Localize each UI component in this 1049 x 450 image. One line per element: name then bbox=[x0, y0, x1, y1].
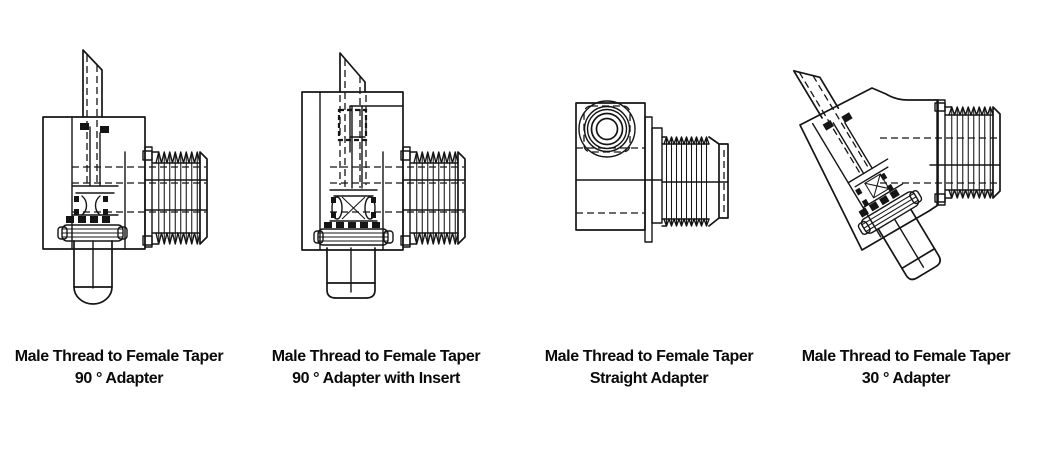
adapter-90i-nut bbox=[313, 228, 394, 246]
adapter-30-male-thread-section bbox=[929, 99, 1001, 206]
caption-90-adapter-with-insert: Male Thread to Female Taper 90 ° Adapter… bbox=[236, 346, 516, 390]
adapter-drawings-canvas bbox=[42, 49, 1001, 305]
adapter-90-male-thread-section bbox=[142, 146, 208, 248]
adapter-straight-flange bbox=[644, 116, 663, 243]
adapter-90i-body bbox=[301, 91, 404, 251]
caption-30-adapter: Male Thread to Female Taper 30 ° Adapter bbox=[766, 346, 1046, 390]
adapter-30-nut bbox=[857, 189, 923, 235]
adapter-90-bore-centerlines bbox=[72, 166, 206, 213]
adapter-90-collet bbox=[66, 185, 119, 223]
adapter-30-body bbox=[799, 87, 939, 251]
adapter-90i-taper-stem bbox=[326, 247, 376, 299]
caption-line-2: 90 ° Adapter bbox=[74, 370, 164, 387]
caption-line-1: Male Thread to Female Taper bbox=[544, 348, 754, 365]
adapter-90-drawing bbox=[42, 49, 208, 305]
adapter-90i-blade-tab bbox=[339, 52, 367, 189]
caption-line-2: 30 ° Adapter bbox=[861, 370, 951, 387]
caption-line-2: Straight Adapter bbox=[589, 370, 709, 387]
caption-line-1: Male Thread to Female Taper bbox=[14, 348, 224, 365]
adapter-30-rotated-core bbox=[792, 69, 942, 281]
caption-line-1: Male Thread to Female Taper bbox=[801, 348, 1011, 365]
adapter-90i-collet-x-insert bbox=[324, 189, 380, 228]
adapter-90i-male-thread-section bbox=[400, 146, 466, 248]
adapter-straight-taper-face-circles bbox=[578, 100, 636, 158]
adapter-30-taper-stem bbox=[877, 208, 942, 281]
caption-90-adapter: Male Thread to Female Taper 90 ° Adapter bbox=[0, 346, 259, 390]
adapter-straight-end-cap bbox=[661, 136, 729, 227]
adapter-30-blade-tab bbox=[792, 69, 873, 176]
adapter-30-collet bbox=[847, 158, 904, 218]
adapter-90i-insert bbox=[337, 108, 368, 142]
adapter-90-taper-stem bbox=[73, 240, 113, 305]
adapter-90-blade-tab bbox=[80, 49, 109, 187]
adapter-90i-bore-centerlines bbox=[330, 166, 464, 213]
adapter-30-bore-centerlines bbox=[880, 137, 1000, 184]
adapter-90-nut bbox=[57, 224, 128, 242]
adapter-straight-drawing bbox=[575, 100, 729, 243]
caption-straight-adapter: Male Thread to Female Taper Straight Ada… bbox=[509, 346, 789, 390]
caption-line-1: Male Thread to Female Taper bbox=[271, 348, 481, 365]
adapter-30-drawing bbox=[792, 69, 1001, 281]
caption-line-2: 90 ° Adapter with Insert bbox=[292, 370, 460, 387]
adapter-90-insert-drawing bbox=[301, 52, 466, 299]
